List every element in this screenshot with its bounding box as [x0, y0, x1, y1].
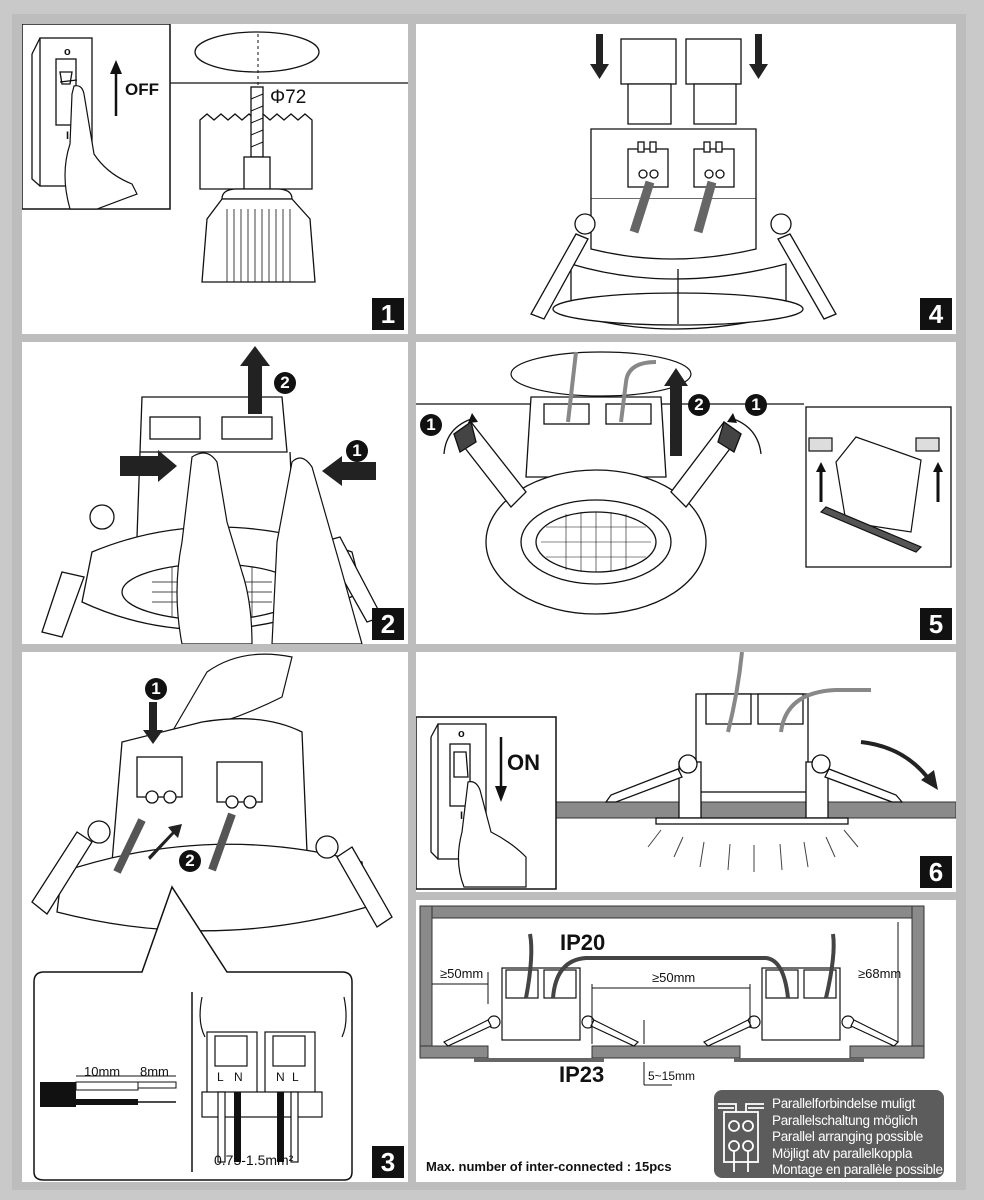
step-2-panel: 2 1 2 — [22, 342, 408, 644]
ip20-label: IP20 — [560, 930, 606, 955]
max-interconnect-label: Max. number of inter-connected : 15pcs — [426, 1159, 672, 1174]
step-5-illustration — [416, 351, 952, 615]
step-1-panel: OFF o I Φ72 1 — [22, 24, 408, 334]
ceiling-cutout-icon — [194, 31, 320, 73]
ceiling-cutout-icon — [510, 351, 692, 397]
strip-length-inner: 8mm — [140, 1064, 169, 1079]
wire-icon — [629, 180, 717, 234]
terminal-label-n-left: N — [234, 1070, 243, 1084]
step-1-illustration — [22, 24, 408, 283]
step-number-6: 6 — [920, 856, 952, 888]
step-number-4: 4 — [920, 298, 952, 330]
step-5-panel: 1 2 1 5 — [416, 342, 956, 644]
callout-2: 2 — [688, 394, 710, 416]
parallel-connection-badge: Parallelforbindelse muligt Parallelschal… — [714, 1090, 944, 1178]
downlight-icon — [702, 967, 900, 1047]
switch-mark-top: o — [458, 728, 465, 740]
down-arrow-icon — [495, 737, 507, 802]
left-hand-icon — [176, 452, 253, 644]
ceiling-thickness-label: 5~15mm — [648, 1069, 696, 1083]
terminal-label-l-right: L — [292, 1070, 299, 1084]
light-rays-icon — [647, 829, 859, 872]
press-arrow-icon — [143, 702, 163, 744]
off-label: OFF — [125, 80, 159, 99]
wire-icon — [113, 812, 236, 874]
step-number-5: 5 — [920, 608, 952, 640]
parallel-line-en: Parallel arranging possible — [772, 1129, 923, 1144]
rotate-down-arrow-icon — [860, 740, 938, 790]
downlight-icon — [604, 693, 904, 825]
stripped-cable-icon — [40, 1075, 177, 1107]
insert-arrow-icon — [664, 368, 688, 456]
wire-icon — [566, 351, 657, 423]
step-number-3: 3 — [372, 1146, 404, 1178]
squeeze-arrows-icon — [120, 450, 376, 486]
terminal-block-icon — [199, 996, 347, 1163]
up-arrow-icon — [816, 462, 943, 502]
callout-1-left: 1 — [420, 414, 442, 436]
downlight-icon — [442, 967, 640, 1047]
down-arrow-icon — [590, 34, 609, 79]
instruction-sheet: OFF o I Φ72 1 — [12, 14, 966, 1190]
switch-mark-top: o — [64, 46, 71, 58]
hole-saw-drill-icon — [199, 86, 316, 283]
ip23-label: IP23 — [559, 1062, 605, 1087]
wire-icon — [524, 933, 836, 999]
cutout-diameter-label: Φ72 — [270, 87, 307, 108]
step-2-illustration — [41, 346, 383, 644]
downlight-icon — [31, 718, 393, 932]
step-number-1: 1 — [372, 298, 404, 330]
switch-mark-bottom: I — [460, 810, 464, 822]
parallel-line-da: Parallelforbindelse muligt — [772, 1096, 916, 1111]
callout-1-right: 1 — [745, 394, 767, 416]
wire-icon — [726, 652, 871, 733]
parallel-text-lines: Parallelforbindelse muligt Parallelschal… — [772, 1096, 943, 1179]
terminal-label-l-left: L — [217, 1070, 224, 1084]
finger-icon — [457, 781, 527, 888]
callout-2: 2 — [274, 372, 296, 394]
side-clearance-label: ≥50mm — [440, 966, 484, 981]
strip-length-outer: 10mm — [84, 1064, 121, 1079]
parallel-terminal-icon — [718, 1103, 764, 1172]
callout-1: 1 — [346, 440, 368, 462]
spacing-illustration — [419, 905, 925, 1086]
trim-left — [474, 1058, 604, 1062]
rotate-spring-icon — [443, 417, 762, 508]
step-3-panel: 1 2 10mm 8mm L N N L 0.75-1.5mm² 3 — [22, 652, 408, 1182]
step-3-illustration — [31, 653, 393, 1181]
callout-2: 2 — [179, 850, 201, 872]
wire-gauge-label: 0.75-1.5mm² — [214, 1152, 294, 1168]
terminal-cover-icon — [552, 38, 804, 330]
dimension-lines — [432, 922, 899, 1086]
ceiling-cavity — [419, 905, 925, 1059]
trim-right — [734, 1058, 864, 1062]
step-6-panel: ON o I 6 — [416, 652, 956, 892]
step-number-2: 2 — [372, 608, 404, 640]
finger-icon — [64, 85, 138, 210]
right-hand-icon — [271, 457, 363, 644]
depth-clearance-label: ≥68mm — [858, 966, 902, 981]
switch-mark-bottom: I — [66, 130, 70, 142]
insert-arrow-icon — [148, 824, 182, 860]
callout-1: 1 — [145, 678, 167, 700]
spring-clip-icon — [530, 213, 837, 320]
step-6-illustration — [416, 652, 956, 890]
parallel-line-de: Parallelschaltung möglich — [772, 1112, 918, 1128]
downlight-icon — [485, 396, 707, 615]
on-label: ON — [507, 750, 540, 775]
parallel-line-sv: Möjligt atv parallelkoppla — [772, 1145, 913, 1161]
terminal-label-n-right: N — [276, 1070, 285, 1084]
down-arrow-icon — [749, 34, 768, 79]
step-4-panel: 4 — [416, 24, 956, 334]
spacing-panel: IP20 IP23 ≥50mm ≥50mm ≥68mm 5~15mm Max. … — [416, 900, 956, 1182]
step-4-illustration — [530, 34, 837, 330]
lift-arrow-icon — [240, 346, 270, 414]
up-arrow-icon — [110, 60, 122, 116]
between-clearance-label: ≥50mm — [652, 970, 696, 985]
parallel-line-fr: Montage en parallèle possible — [772, 1162, 943, 1177]
